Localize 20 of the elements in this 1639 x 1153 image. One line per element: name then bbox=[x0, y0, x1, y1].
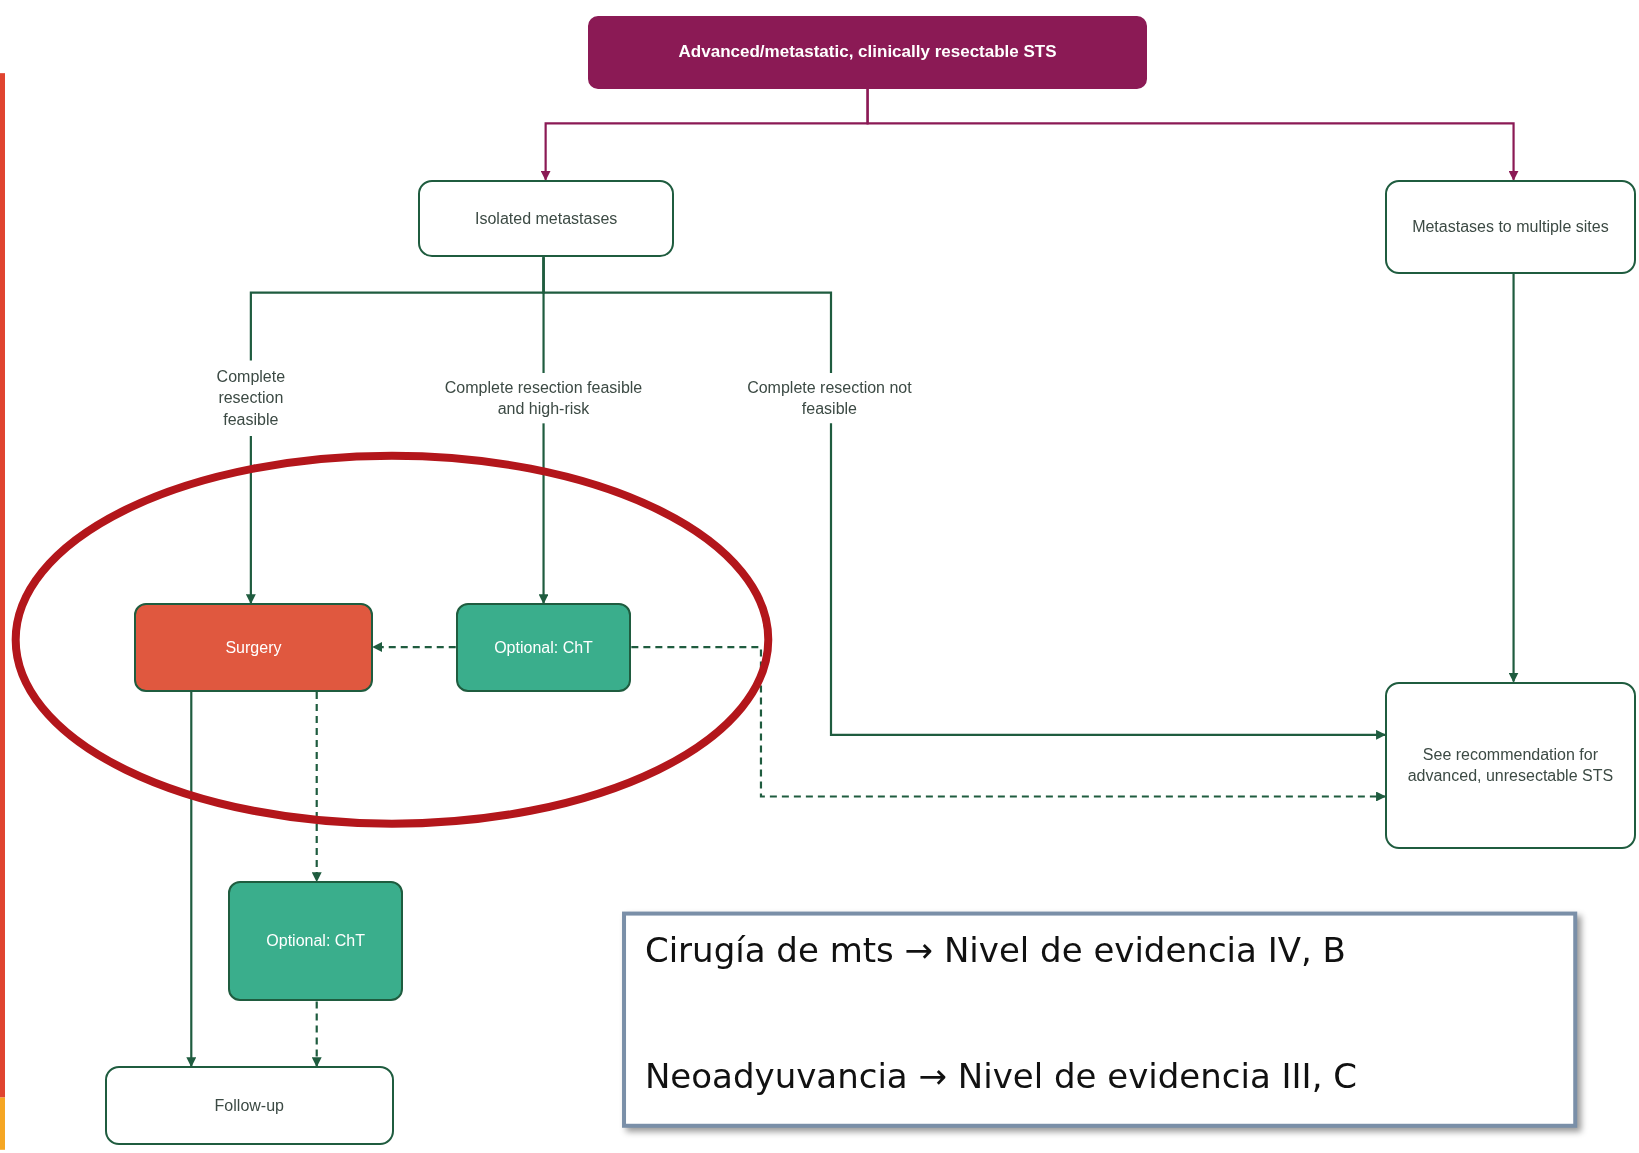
process-box: Optional: ChT bbox=[227, 881, 404, 1002]
evidence-note: Neoadyuvancia → Nivel de evidencia III, C bbox=[644, 1055, 1357, 1096]
connector-arrow bbox=[245, 435, 256, 605]
process-box: See recommendation for advanced, unresectable STS bbox=[1385, 681, 1636, 849]
connector-arrow bbox=[1508, 273, 1519, 683]
process-box: Surgery bbox=[133, 603, 374, 692]
connector-arrow bbox=[631, 645, 1386, 802]
connector-arrow bbox=[311, 1001, 322, 1068]
title-box: Advanced/metastatic, clinically resectable STS bbox=[588, 15, 1147, 89]
connector-arrow bbox=[866, 88, 1519, 181]
process-box: Metastases to multiple sites bbox=[1385, 179, 1636, 274]
process-box: Isolated metastases bbox=[418, 179, 675, 258]
connector-arrow bbox=[186, 692, 197, 1068]
connector-arrow bbox=[372, 642, 456, 652]
connector-arrow bbox=[311, 692, 322, 883]
connector-arrow bbox=[829, 423, 1386, 740]
evidence-note: Cirugía de mts → Nivel de evidencia IV, B bbox=[644, 930, 1346, 971]
process-box: Follow-up bbox=[104, 1066, 395, 1145]
process-box: Optional: ChT bbox=[455, 603, 632, 692]
connector-arrow bbox=[538, 423, 549, 605]
